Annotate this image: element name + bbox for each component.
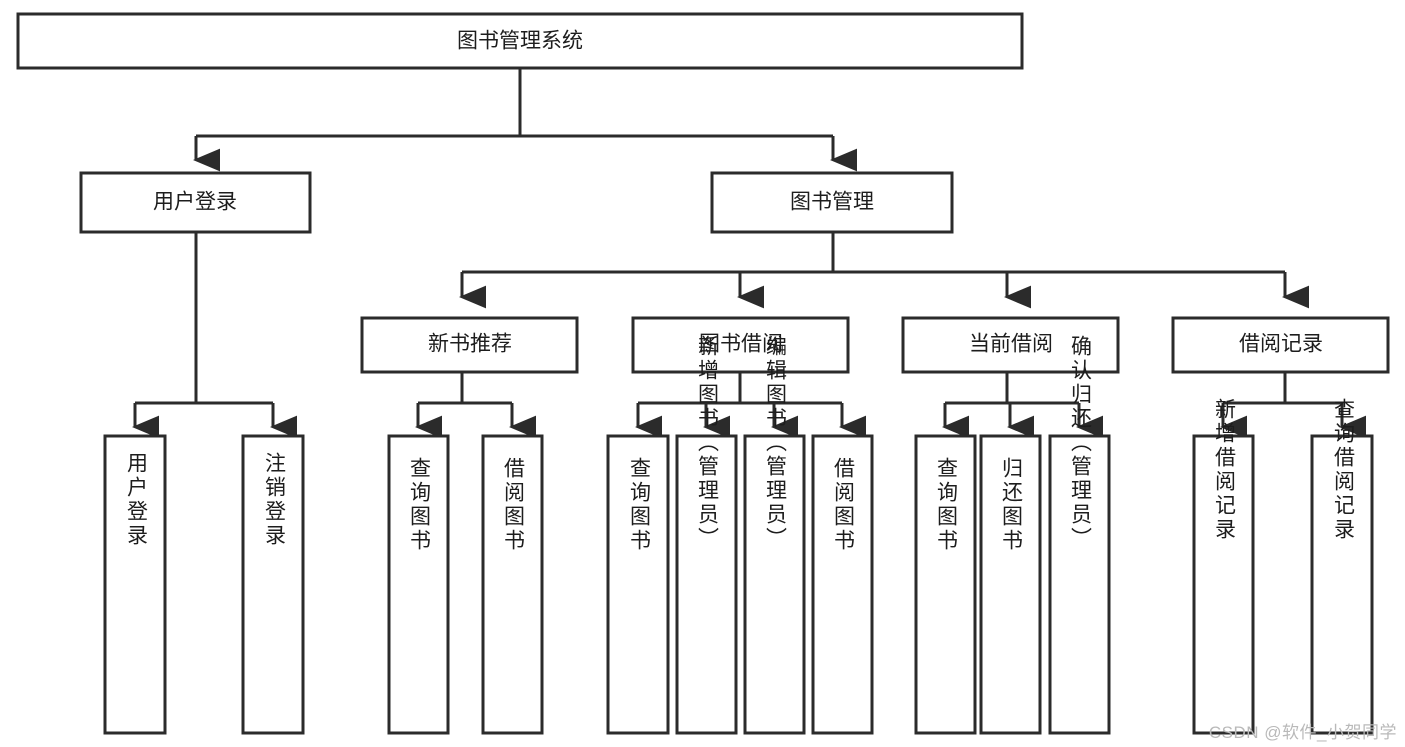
node-new-book-recommend-label: 新书推荐 xyxy=(428,333,512,356)
connector-login-to-leaves xyxy=(132,232,297,439)
node-leaf-borrow-book-1[interactable]: 借阅图书 xyxy=(481,434,544,735)
node-current-borrow[interactable]: 当前借阅 xyxy=(901,316,1120,374)
node-new-book-recommend[interactable]: 新书推荐 xyxy=(360,316,579,374)
node-root-label: 图书管理系统 xyxy=(457,30,583,53)
connector-current-to-leaves xyxy=(942,372,1103,439)
node-leaf-confirm-return-admin-label: 确认归还（管理员） xyxy=(1069,335,1093,551)
node-book-borrow[interactable]: 图书借阅 xyxy=(631,316,850,374)
node-leaf-query-borrow-record[interactable]: 查询借阅记录 xyxy=(1310,398,1374,735)
node-leaf-add-borrow-record-label: 新增借阅记录 xyxy=(1213,398,1237,542)
node-current-borrow-label: 当前借阅 xyxy=(969,333,1053,356)
node-leaf-query-book-1-label: 查询图书 xyxy=(408,457,432,553)
node-leaf-add-book-admin[interactable]: 新增图书（管理员） xyxy=(675,335,738,735)
connector-records-to-leaves xyxy=(1220,372,1366,439)
node-leaf-query-borrow-record-label: 查询借阅记录 xyxy=(1332,398,1356,542)
node-leaf-user-login[interactable]: 用户登录 xyxy=(103,434,167,735)
connector-root-to-level2 xyxy=(193,68,857,172)
node-leaf-add-book-admin-label: 新增图书（管理员） xyxy=(696,335,720,551)
node-leaf-query-book-3[interactable]: 查询图书 xyxy=(914,434,977,735)
node-borrow-records-label: 借阅记录 xyxy=(1239,333,1323,356)
node-leaf-logout[interactable]: 注销登录 xyxy=(241,434,305,735)
node-book-management[interactable]: 图书管理 xyxy=(710,171,954,234)
node-book-management-label: 图书管理 xyxy=(790,191,874,214)
node-leaf-borrow-book-2-label: 借阅图书 xyxy=(832,457,856,553)
node-user-login[interactable]: 用户登录 xyxy=(79,171,312,234)
node-leaf-query-book-3-label: 查询图书 xyxy=(935,457,959,553)
node-root[interactable]: 图书管理系统 xyxy=(16,12,1024,70)
node-leaf-user-login-label: 用户登录 xyxy=(125,452,149,548)
node-leaf-confirm-return-admin[interactable]: 确认归还（管理员） xyxy=(1048,335,1111,735)
node-borrow-records[interactable]: 借阅记录 xyxy=(1171,316,1390,374)
node-leaf-borrow-book-2[interactable]: 借阅图书 xyxy=(811,434,874,735)
csdn-watermark: CSDN @软件_小贺同学 xyxy=(1208,723,1397,742)
node-leaf-borrow-book-1-label: 借阅图书 xyxy=(502,457,526,553)
node-leaf-query-book-2-label: 查询图书 xyxy=(628,457,652,553)
node-leaf-return-book-label: 归还图书 xyxy=(1000,457,1024,553)
connector-bookmgmt-to-level3 xyxy=(459,232,1309,309)
node-leaf-logout-label: 注销登录 xyxy=(263,452,287,548)
connector-newbook-to-leaves xyxy=(415,372,536,439)
connector-borrow-to-leaves xyxy=(635,372,866,439)
node-leaf-query-book-1[interactable]: 查询图书 xyxy=(387,434,450,735)
node-book-borrow-label: 图书借阅 xyxy=(699,333,783,356)
node-leaf-edit-book-admin[interactable]: 编辑图书（管理员） xyxy=(743,335,806,735)
node-user-login-label: 用户登录 xyxy=(153,191,237,214)
node-leaf-return-book[interactable]: 归还图书 xyxy=(979,434,1042,735)
node-leaf-add-borrow-record[interactable]: 新增借阅记录 xyxy=(1192,398,1255,735)
node-leaf-edit-book-admin-label: 编辑图书（管理员） xyxy=(764,335,788,551)
node-leaf-query-book-2[interactable]: 查询图书 xyxy=(606,434,670,735)
